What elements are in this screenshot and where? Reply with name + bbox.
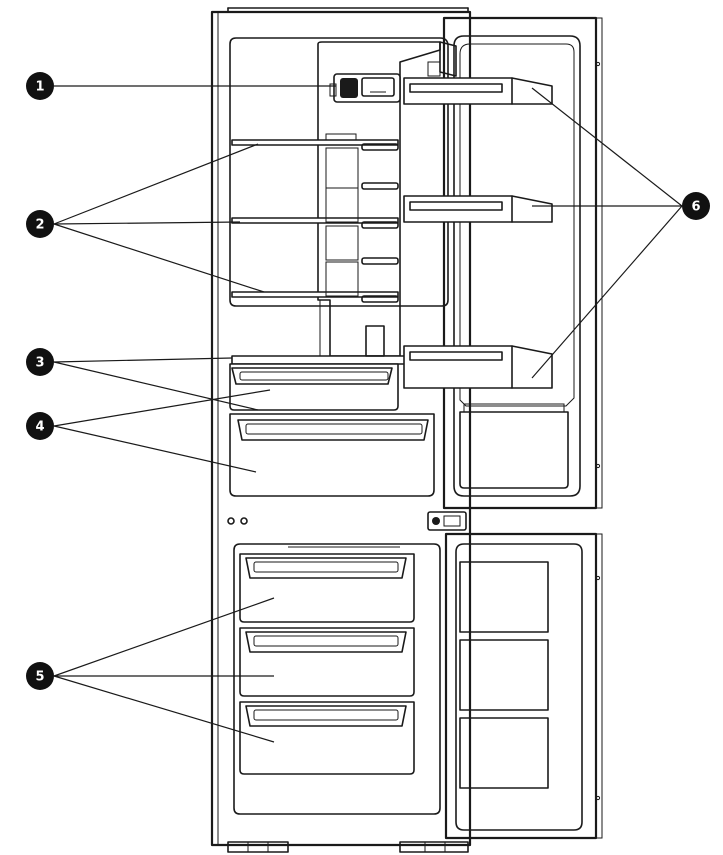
door-balcony-2 <box>403 195 553 223</box>
freezer-door-panel-3 <box>459 717 549 789</box>
foot-right <box>399 841 469 853</box>
callout-1-circle <box>26 72 54 100</box>
callout-5-label: 5 <box>35 670 44 685</box>
callout-2-circle <box>26 210 54 238</box>
callout-6-circle <box>682 192 710 220</box>
crisper-drawer-lower <box>229 413 435 497</box>
foot-left <box>227 841 289 853</box>
freezer-door <box>444 532 603 840</box>
fridge-liner <box>229 37 449 307</box>
freezer-door-panel-2 <box>459 639 549 711</box>
callout-4: 4 <box>26 412 54 440</box>
freezer-drawer-1 <box>239 553 415 623</box>
door-balcony-3 <box>403 345 553 389</box>
freezer-drawer-2 <box>239 627 415 697</box>
callout-4-label: 4 <box>35 420 44 435</box>
callout-4-circle <box>26 412 54 440</box>
fridge-door <box>403 16 603 510</box>
callout-3-circle <box>26 348 54 376</box>
door-balcony-1 <box>403 77 553 105</box>
shelf-1 <box>231 139 399 146</box>
cabinet <box>210 7 472 853</box>
shelf-2 <box>231 217 399 224</box>
callout-5: 5 <box>26 662 54 690</box>
callout-1-label: 1 <box>35 80 44 95</box>
callout-1: 1 <box>26 72 54 100</box>
control-light-unit <box>329 73 401 103</box>
shelf-3 <box>231 291 399 298</box>
glass-shelves <box>231 133 399 303</box>
mid-divider <box>227 511 467 531</box>
callout-5-circle <box>26 662 54 690</box>
leader-lines <box>53 85 683 743</box>
freezer-liner <box>233 543 441 815</box>
callout-2: 2 <box>26 210 54 238</box>
callout-6: 6 <box>682 192 710 220</box>
freezer-door-liner <box>455 543 583 831</box>
freezer-door-panel-1 <box>459 561 549 633</box>
callout-2-label: 2 <box>35 218 44 233</box>
fridge-compartment <box>229 37 455 497</box>
callout-6-label: 6 <box>691 200 700 215</box>
freezer-drawer-3 <box>239 701 415 775</box>
fridge-door-liner <box>453 35 581 497</box>
callout-3: 3 <box>26 348 54 376</box>
crisper-drawer-upper <box>229 363 399 411</box>
freezer-compartment <box>233 543 441 815</box>
freezer-door-outline <box>444 532 598 840</box>
callout-3-label: 3 <box>35 356 44 371</box>
cabinet-outline <box>210 10 472 847</box>
